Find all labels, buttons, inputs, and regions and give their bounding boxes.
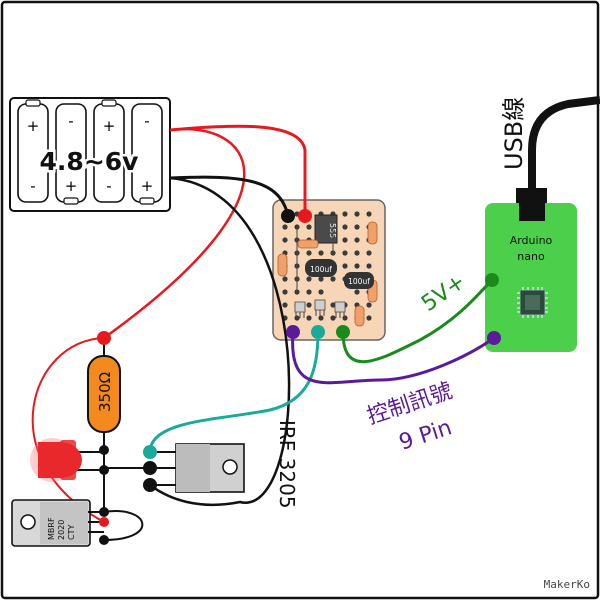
wire-black-mosfet: [149, 176, 291, 506]
battery-cell: [131, 103, 163, 205]
capacitor-1: 100uf: [305, 259, 337, 277]
led-dot: [99, 445, 109, 455]
board-dot-green: [336, 325, 350, 339]
cell-2-top-sign: -: [68, 112, 73, 130]
arduino-dot-5v: [485, 273, 499, 287]
board-resistor: [297, 239, 319, 249]
battery-voltage-label: 4.8~6v: [40, 147, 139, 176]
board-resistor: [367, 221, 378, 245]
diode-dot: [99, 507, 109, 517]
board-transistor: [294, 301, 306, 318]
battery-cell: [17, 99, 49, 203]
diode-label-line2: 2020: [57, 520, 66, 540]
arduino-name-line1: Arduino: [510, 234, 553, 247]
wire-black-board: [169, 175, 290, 217]
battery-cell: [55, 103, 87, 205]
arduino-chip: [517, 287, 548, 318]
board-dot-black: [281, 209, 295, 223]
board-transistor: [334, 301, 346, 318]
board-dot-red: [298, 209, 312, 223]
led: [30, 438, 82, 482]
mosfet-irf3205: [150, 443, 245, 493]
cell-1-bottom-sign: -: [30, 177, 35, 195]
capacitor-1-label: 100uf: [310, 265, 332, 274]
capacitor-2-label: 100uf: [348, 277, 370, 286]
diode-dot: [99, 535, 109, 545]
arduino-name-line2: nano: [517, 250, 545, 263]
wire-purple-control: [291, 331, 495, 385]
mosfet-label: IRF 3205: [275, 420, 299, 509]
arduino-nano: Arduino nano: [485, 193, 577, 352]
wire-teal-gate: [148, 331, 320, 453]
diode-label-line1: MBRF: [47, 517, 56, 540]
chip-555: 555: [314, 214, 338, 244]
arduino-usb-port: [519, 193, 545, 221]
resistor-dot-top: [97, 331, 111, 345]
mosfet-dot-source: [143, 478, 157, 492]
protoboard: 555 100uf 100uf: [272, 199, 386, 341]
cell-3-top-sign: +: [103, 117, 116, 135]
diode-dot-red: [99, 517, 109, 527]
resistor-label: 350Ω: [96, 372, 114, 412]
usb-cable: [528, 96, 600, 196]
wire-black-diode-loop: [103, 510, 144, 541]
wire-red-resistor: [103, 127, 246, 340]
resistor-350: 350Ω: [87, 338, 121, 450]
board-resistor: [354, 305, 365, 327]
battery-pack: + - - + + - - + 4.8~6v: [9, 97, 171, 212]
watermark: MakerKo: [544, 578, 590, 591]
capacitor-2: 100uf: [344, 272, 374, 289]
cell-1-top-sign: +: [27, 117, 40, 135]
cell-2-bottom-sign: +: [65, 177, 78, 195]
cell-4-top-sign: -: [144, 112, 149, 130]
arduino-dot-pin9: [487, 331, 501, 345]
cell-3-bottom-sign: -: [106, 177, 111, 195]
board-transistor: [314, 299, 326, 316]
usb-label: USB線: [500, 97, 528, 170]
mosfet-dot-gate: [143, 445, 157, 459]
led-dot: [99, 465, 109, 475]
battery-cell: [93, 99, 125, 203]
pin-label: 9 Pin: [396, 415, 455, 455]
arduino-board: [485, 203, 577, 352]
board-resistor: [277, 253, 288, 277]
wire-green-5v: [341, 278, 494, 364]
mosfet-dot-drain: [143, 461, 157, 475]
board-dot-purple: [286, 325, 300, 339]
wire-red-diode: [31, 337, 105, 523]
diode-label-line3: CTY: [67, 525, 76, 540]
cell-4-bottom-sign: +: [141, 177, 154, 195]
diode-mbrf: MBRF 2020 CTY: [11, 499, 104, 547]
board-dot-teal: [311, 325, 325, 339]
resistor-body: [87, 355, 121, 433]
